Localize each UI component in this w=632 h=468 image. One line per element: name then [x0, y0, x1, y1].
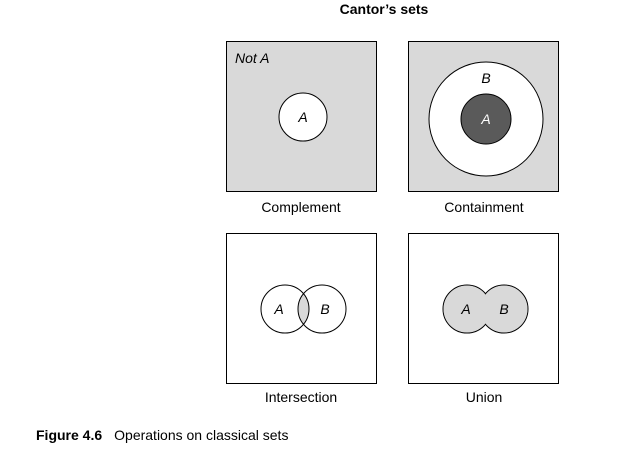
set-b-label: B	[499, 301, 508, 317]
complement-diagram: Not A A	[227, 42, 376, 191]
intersection-diagram: A B	[227, 234, 376, 383]
diagram-title: Cantor’s sets	[0, 1, 632, 17]
not-a-label: Not A	[235, 50, 270, 66]
union-fill-left	[443, 285, 491, 333]
set-b-label: B	[481, 70, 490, 86]
containment-diagram: B A	[409, 42, 558, 191]
figure-caption-text: Operations on classical sets	[114, 427, 289, 443]
containment-caption: Containment	[444, 199, 524, 215]
complement-caption: Complement	[261, 199, 341, 215]
set-a-label: A	[480, 111, 490, 127]
diagram-title-text: Cantor’s sets	[339, 1, 429, 17]
set-a-circle	[460, 93, 512, 145]
set-a-circle	[278, 92, 328, 142]
intersection-caption: Intersection	[264, 389, 338, 405]
set-a-label: A	[273, 301, 283, 317]
set-b-label: B	[320, 301, 329, 317]
union-diagram: A B	[409, 234, 558, 383]
containment-panel: B A	[408, 41, 559, 192]
set-a-circle	[260, 284, 310, 334]
union-panel: A B	[408, 233, 559, 384]
set-a-label: A	[297, 109, 307, 125]
set-a-label: A	[460, 301, 470, 317]
intersection-panel: A B	[226, 233, 377, 384]
figure-number: Figure 4.6	[36, 427, 103, 443]
set-b-circle	[297, 284, 347, 334]
union-caption: Union	[465, 389, 503, 405]
complement-panel: Not A A	[226, 41, 377, 192]
union-fill-right	[480, 285, 528, 333]
figure-caption: Figure 4.6 Operations on classical sets	[36, 427, 288, 443]
